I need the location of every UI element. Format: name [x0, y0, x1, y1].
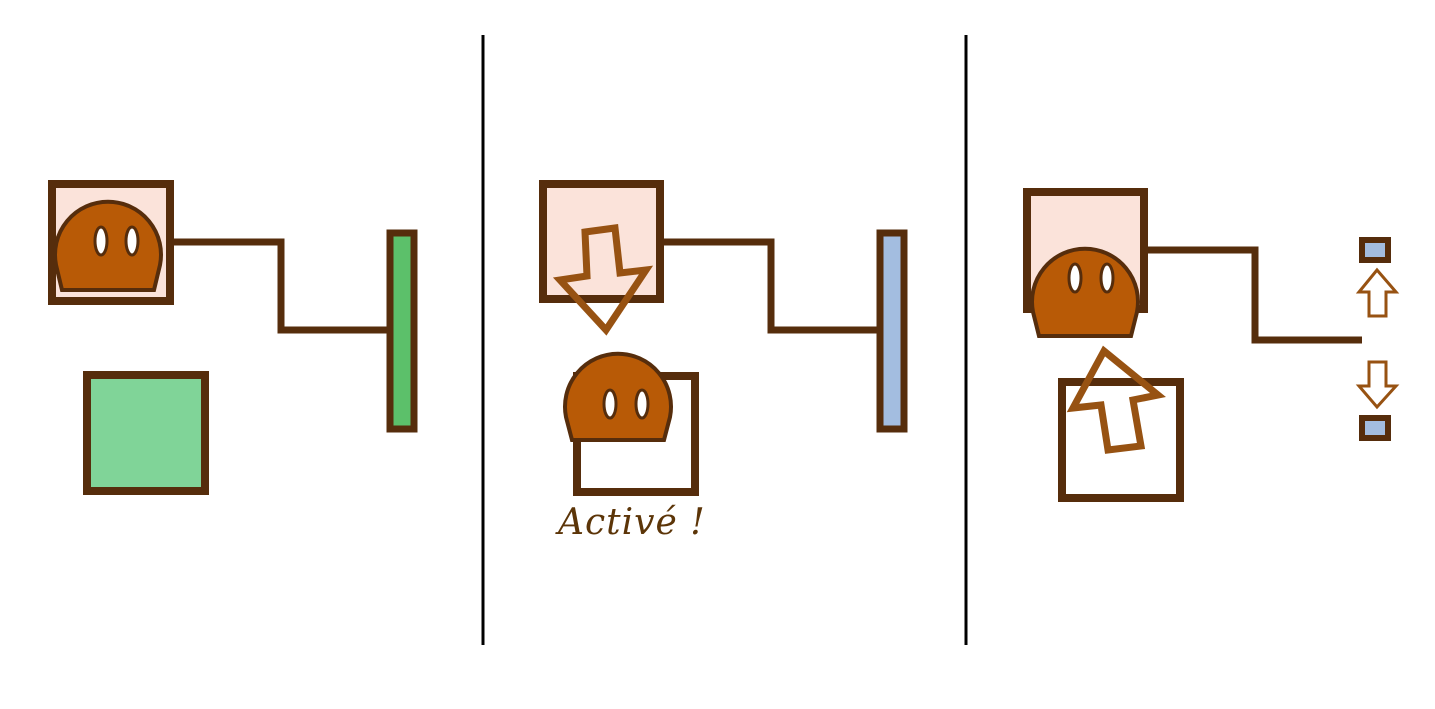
bottom-block-green — [83, 371, 209, 495]
up-arrow-icon — [1066, 345, 1166, 454]
character-eye-left — [1067, 262, 1083, 294]
character-eye-right — [634, 388, 650, 420]
activated-caption: Activé ! — [558, 502, 706, 543]
door-blue — [876, 229, 908, 433]
small-block-bottom — [1359, 415, 1391, 441]
character-eye-left — [602, 388, 618, 420]
panel-3 — [1023, 188, 1400, 502]
panel-2 — [539, 180, 908, 496]
panel-1 — [48, 180, 418, 495]
small-up-arrow-icon — [1355, 267, 1400, 318]
character — [53, 199, 163, 292]
wire — [170, 238, 390, 334]
door-green — [386, 229, 418, 433]
character-eye-right — [1099, 262, 1115, 294]
character-eye-left — [93, 225, 109, 257]
bottom-block — [1058, 378, 1184, 502]
character-eye-right — [124, 225, 140, 257]
small-down-arrow-icon — [1355, 360, 1400, 410]
character — [1030, 246, 1140, 338]
character — [563, 351, 673, 442]
small-block-top — [1359, 237, 1391, 263]
wire — [1144, 246, 1362, 344]
wire — [660, 238, 880, 334]
down-arrow-icon — [552, 224, 654, 336]
